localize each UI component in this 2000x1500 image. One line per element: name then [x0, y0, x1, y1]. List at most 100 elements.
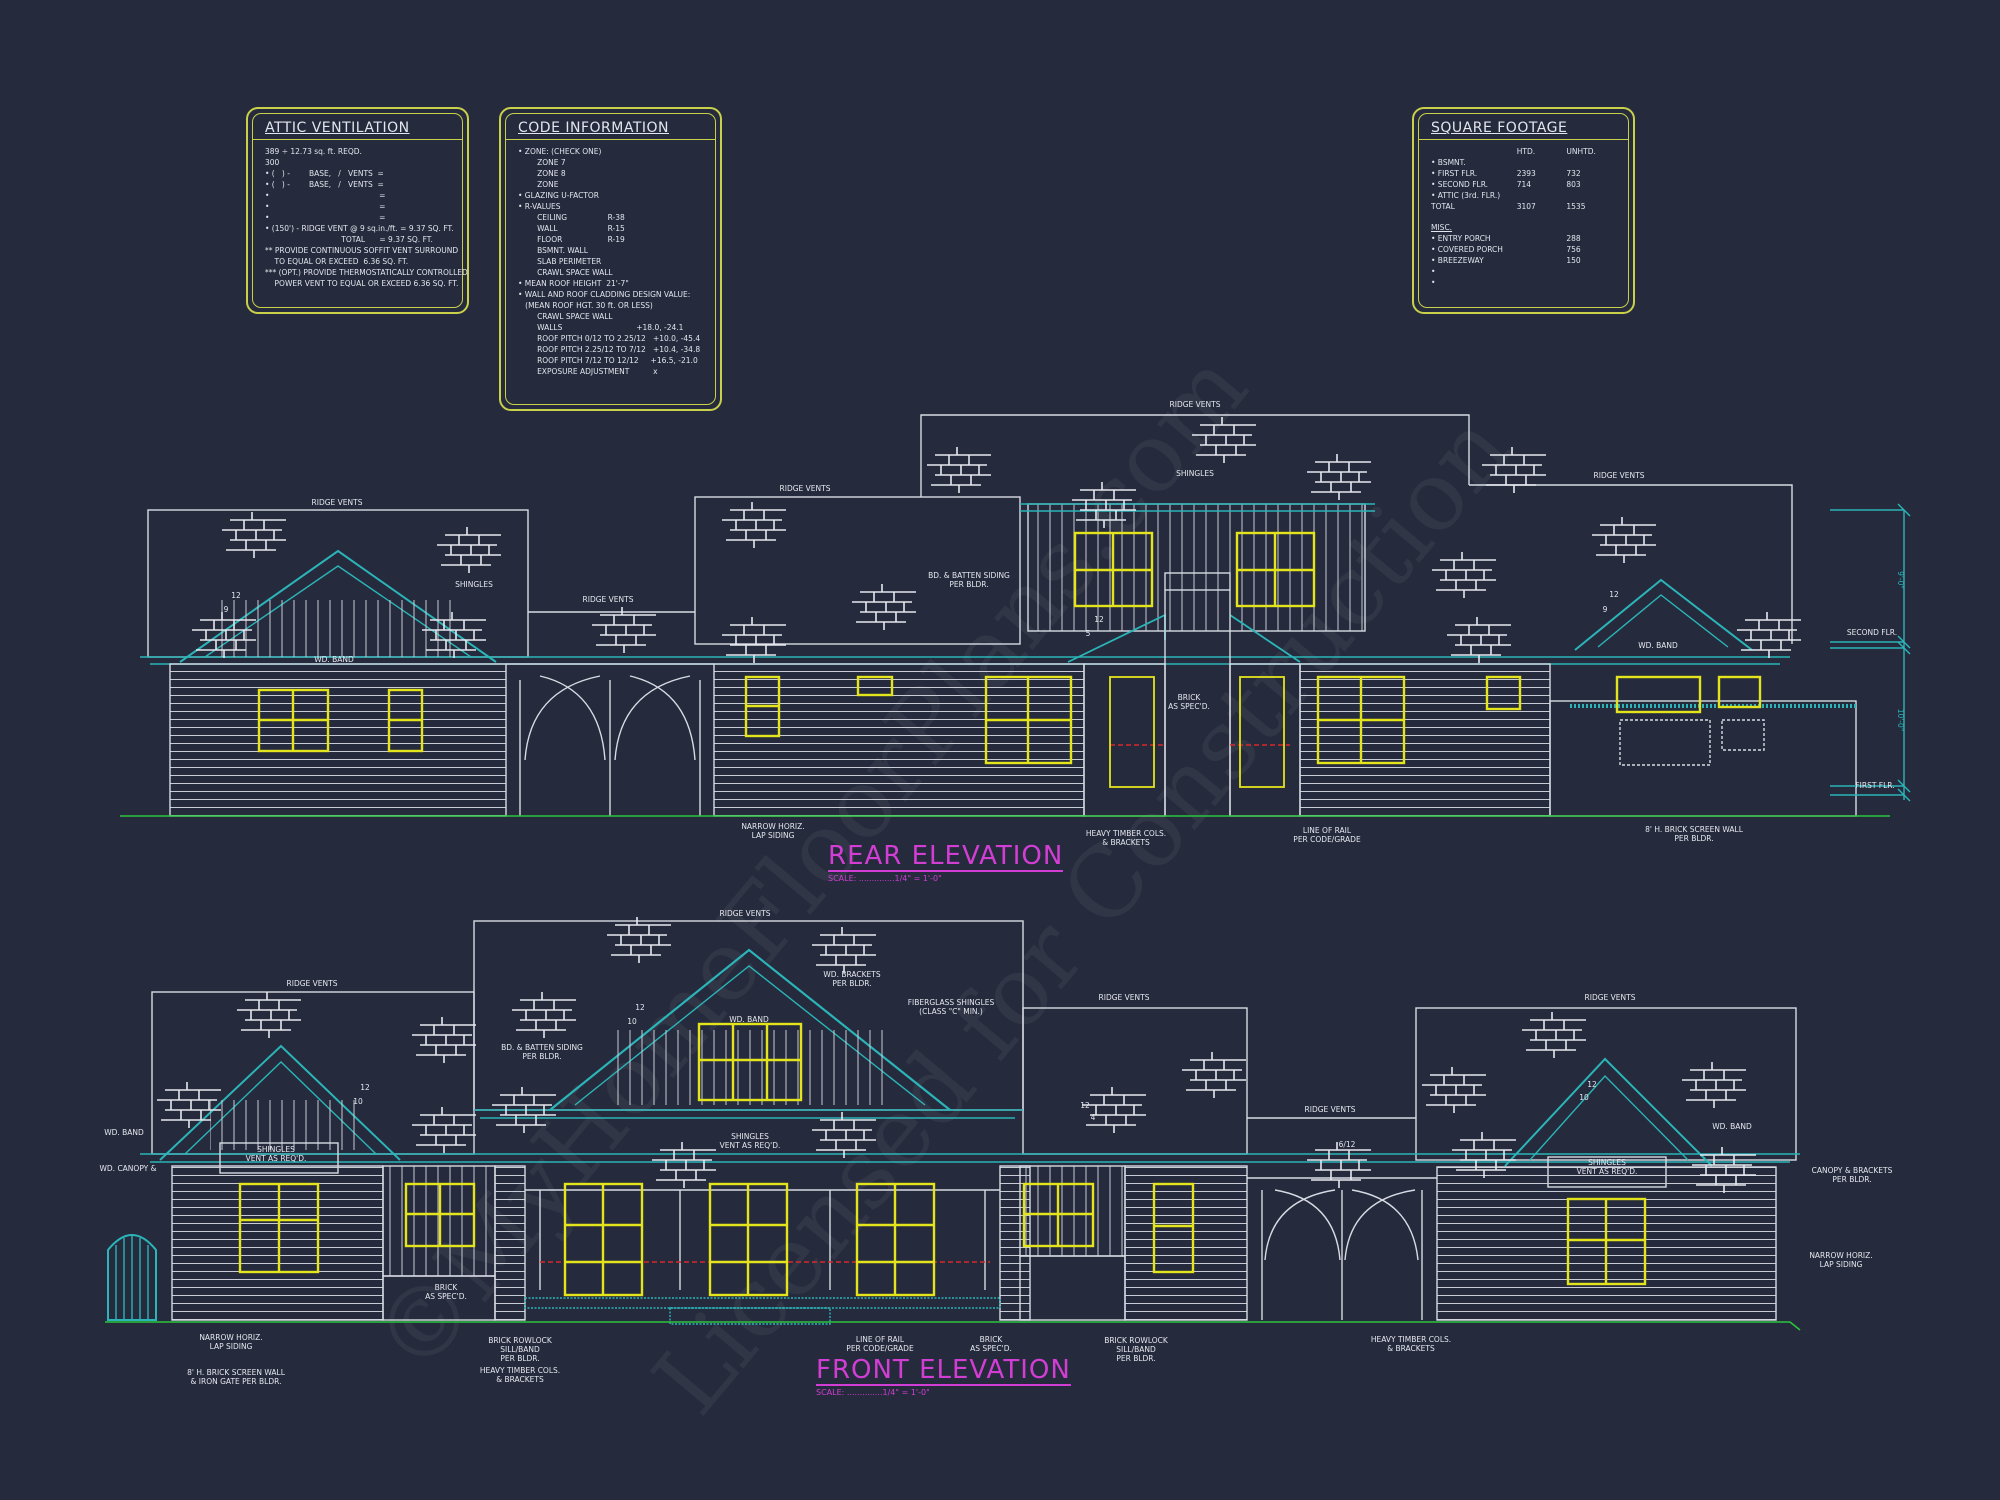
sq-cell: TOTAL [1431, 202, 1455, 211]
sq-row: • BSMNT. [1431, 157, 1616, 168]
sq-cell [1517, 277, 1567, 288]
front-elevation-annotation: 4 [1091, 1113, 1096, 1122]
front-elevation-annotation: WD. BAND [104, 1128, 144, 1137]
sq-misc-row: • [1431, 277, 1616, 288]
sq-cell: 288 [1566, 234, 1581, 243]
front-elevation-annotation: WD. CANOPY & [99, 1164, 156, 1173]
sq-cell: 714 [1516, 180, 1532, 189]
sq-cell [1517, 244, 1567, 255]
sq-cell: • COVERED PORCH [1431, 245, 1503, 254]
code-note-line: CEILING R-38 [518, 213, 625, 222]
front-elevation-annotation: SILL/BAND [500, 1345, 540, 1354]
front-elevation-annotation: PER BLDR. [522, 1052, 561, 1061]
attic-note-line: 300 [265, 158, 280, 167]
front-elevation-title: FRONT ELEVATION [816, 1355, 1071, 1386]
front-elevation-annotation: RIDGE VENTS [720, 909, 771, 918]
front-elevation-annotation: HEAVY TIMBER COLS. [480, 1366, 560, 1375]
front-elevation-annotation: RIDGE VENTS [1585, 993, 1636, 1002]
sq-cell: UNHTD. [1566, 147, 1596, 156]
front-elevation-annotation: NARROW HORIZ. [1809, 1251, 1872, 1260]
front-elevation-annotation: PER BLDR. [500, 1354, 539, 1363]
front-elevation-annotation: VENT AS REQ'D. [720, 1141, 781, 1150]
rear-elevation-annotation: NARROW HORIZ. [741, 822, 804, 831]
rear-elevation-annotation: AS SPEC'D. [1168, 702, 1210, 711]
sq-cell [1566, 266, 1616, 277]
front-elevation-annotation: RIDGE VENTS [1099, 993, 1150, 1002]
attic-ventilation-table: ATTIC VENTILATION 389 ÷ 12.73 sq. ft. RE… [246, 107, 469, 314]
front-elevation-annotation: & BRACKETS [1387, 1344, 1435, 1353]
rear-elevation-annotation: HEAVY TIMBER COLS. [1086, 829, 1166, 838]
code-note-line: ROOF PITCH 7/12 TO 12/12 +16.5, -21.0 [518, 356, 698, 365]
sq-cell: • BSMNT. [1431, 158, 1466, 167]
rear-elevation-annotation: LAP SIDING [752, 831, 795, 840]
front-elevation-annotation: 10 [1579, 1093, 1589, 1102]
front-elevation-annotation: BRICK [980, 1335, 1004, 1344]
code-note-line: • ZONE: (CHECK ONE) [518, 147, 602, 156]
rear-elevation-annotation: SHINGLES [1176, 469, 1214, 478]
sq-cell [1517, 233, 1567, 244]
code-information-notes: • ZONE: (CHECK ONE) ZONE 7 ZONE 8 ZONE• … [506, 140, 715, 383]
rear-elevation-annotation: PER BLDR. [949, 580, 988, 589]
attic-note-line: *** (OPT.) PROVIDE THERMOSTATICALLY CONT… [265, 268, 468, 277]
rear-elevation-annotation: PER CODE/GRADE [1293, 835, 1361, 844]
attic-note-line: ** PROVIDE CONTINUOUS SOFFIT VENT SURROU… [265, 246, 459, 255]
attic-note-line: • = [265, 213, 386, 222]
rear-elevation-annotation: 12 [1609, 590, 1619, 599]
front-elevation-annotation: 12 [360, 1083, 370, 1092]
rear-elevation-annotation: SHINGLES [455, 580, 493, 589]
code-note-line: FLOOR R-19 [518, 235, 625, 244]
front-elevation-annotation: BD. & BATTEN SIDING [501, 1043, 583, 1052]
rear-elevation-annotation: WD. BAND [1638, 641, 1678, 650]
dimension-10ft: 10'-0" [1896, 709, 1905, 732]
code-note-line: ZONE [518, 180, 559, 189]
sq-cell [1517, 190, 1567, 201]
rear-elevation-scale: SCALE: ..............1/4" = 1'-0" [828, 874, 942, 883]
front-elevation-annotation: SHINGLES [1588, 1158, 1626, 1167]
square-footage-title: SQUARE FOOTAGE [1419, 114, 1628, 140]
code-note-line: ZONE 7 [518, 158, 566, 167]
code-note-line: • MEAN ROOF HEIGHT 21'-7" [518, 279, 629, 288]
front-elevation-annotation: PER BLDR. [1832, 1175, 1871, 1184]
code-note-line: SLAB PERIMETER [518, 257, 602, 266]
code-note-line: • R-VALUES [518, 202, 561, 211]
front-elevation-annotation: SHINGLES [257, 1145, 295, 1154]
sq-cell: HTD. [1516, 147, 1536, 156]
code-note-line: WALL R-15 [518, 224, 625, 233]
front-elevation-annotation: LAP SIDING [1820, 1260, 1863, 1269]
dimension-9ft: 9'-0" [1896, 571, 1905, 589]
front-elevation-annotation: HEAVY TIMBER COLS. [1371, 1335, 1451, 1344]
front-elevation-annotation: NARROW HORIZ. [199, 1333, 262, 1342]
rear-elevation-annotation: RIDGE VENTS [1170, 400, 1221, 409]
sq-cell [1517, 266, 1567, 277]
sq-cell: 3107 [1516, 202, 1536, 211]
front-elevation-annotation: LINE OF RAIL [856, 1335, 905, 1344]
sq-cell: 150 [1566, 256, 1581, 265]
sq-cell: 732 [1566, 169, 1581, 178]
sq-cell: 803 [1566, 180, 1581, 189]
sq-header-row: HTD. UNHTD. [1431, 146, 1616, 157]
code-note-line: CRAWL SPACE WALL [518, 312, 613, 321]
code-note-line: • WALL AND ROOF CLADDING DESIGN VALUE: [518, 290, 691, 299]
front-elevation-annotation: 12 [1587, 1080, 1597, 1089]
sq-cell [1566, 190, 1616, 201]
front-elevation-annotation: AS SPEC'D. [425, 1292, 467, 1301]
front-elevation-annotation: 10 [627, 1017, 637, 1026]
attic-note-line: • (150') - RIDGE VENT @ 9 sq.in./ft. = 9… [265, 224, 454, 233]
sq-cell [1566, 277, 1616, 288]
code-note-line: ROOF PITCH 2.25/12 TO 7/12 +10.4, -34.8 [518, 345, 701, 354]
attic-ventilation-notes: 389 ÷ 12.73 sq. ft. REQD.300• ( ) - BASE… [253, 140, 468, 295]
rear-elevation-annotation: WD. BAND [314, 655, 354, 664]
rear-elevation-annotation: 12 [1094, 615, 1104, 624]
sq-cell: • [1431, 278, 1436, 287]
rear-elevation-title: REAR ELEVATION [828, 841, 1064, 872]
front-elevation-annotation: LAP SIDING [210, 1342, 253, 1351]
sq-misc-title: MISC. [1431, 223, 1453, 232]
code-note-line: WALLS +18.0, -24.1 [518, 323, 684, 332]
